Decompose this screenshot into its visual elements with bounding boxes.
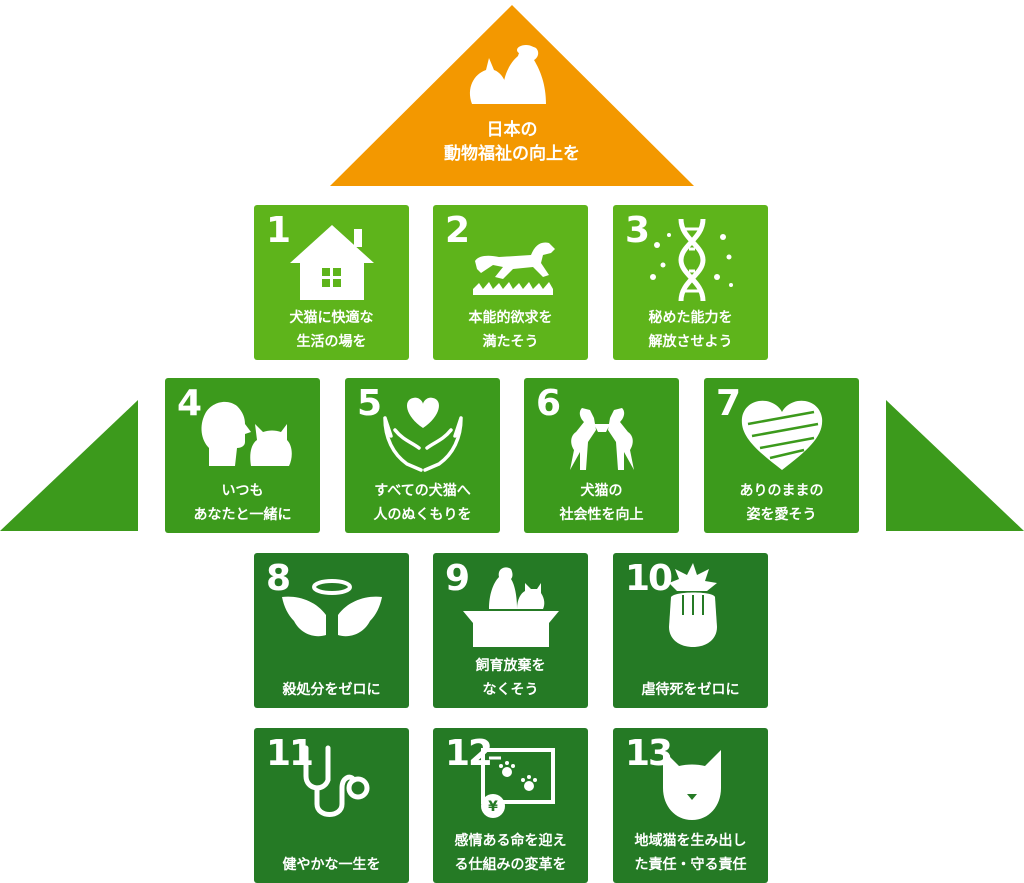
- tile-3: 3 秘めた能力を 解放させよう: [613, 205, 768, 360]
- tile-12: 12 ¥ 感情ある命を迎え る仕組みの変革を: [433, 728, 588, 883]
- tile-label-line2: 生活の場を: [296, 334, 367, 350]
- svg-text:¥: ¥: [488, 799, 498, 815]
- tile-label-line1: 地域猫を生み出し: [634, 833, 747, 849]
- tile-label: 健やかな一生を: [254, 853, 409, 877]
- tile-label-line1: 犬猫の: [580, 483, 623, 499]
- person-and-cat-icon: [201, 401, 292, 466]
- tile-label-line1: 感情ある命を迎え: [454, 833, 567, 849]
- tile-number: 7: [716, 383, 741, 424]
- tile-7: 7 ありのままの 姿を愛そう: [704, 378, 859, 533]
- hands-heart-icon: [383, 397, 463, 472]
- tile-number: 8: [266, 558, 291, 599]
- tile-label: 地域猫を生み出し た責任・守る責任: [613, 829, 768, 877]
- tile-label-line1: 犬猫に快適な: [289, 310, 374, 326]
- house-icon: [290, 225, 374, 300]
- tile-label-line1: 虐待死をゼロに: [641, 682, 740, 698]
- tile-13: 13 地域猫を生み出し た責任・守る責任: [613, 728, 768, 883]
- tile-label: すべての犬猫へ 人のぬくもりを: [345, 479, 500, 527]
- tile-label: 本能的欲求を 満たそう: [433, 306, 588, 354]
- tile-label: 感情ある命を迎え る仕組みの変革を: [433, 829, 588, 877]
- tile-number: 5: [357, 383, 382, 424]
- tile-label-line1: 飼育放棄を: [475, 658, 546, 674]
- pet-shop-cage-icon: ¥: [481, 748, 555, 818]
- tile-label-line1: いつも: [221, 483, 264, 499]
- tile-label-line1: ありのままの: [739, 483, 824, 499]
- running-dog-icon: [473, 242, 555, 295]
- tile-label-line2: なくそう: [482, 682, 539, 698]
- tile-10: 10 虐待死をゼロに: [613, 553, 768, 708]
- tile-label-line2: 社会性を向上: [559, 507, 644, 523]
- tile-5: 5 すべての犬猫へ 人のぬくもりを: [345, 378, 500, 533]
- tile-number: 4: [177, 383, 202, 424]
- tile-label: ありのままの 姿を愛そう: [704, 479, 859, 527]
- tile-number: 10: [625, 558, 673, 599]
- tile-label-line2: 人のぬくもりを: [373, 507, 472, 523]
- roof-title-line1: 日本の: [486, 120, 538, 140]
- tile-4: 4 いつも あなたと一緒に: [165, 378, 320, 533]
- stethoscope-icon: [303, 745, 370, 817]
- tile-label-line1: 本能的欲求を: [468, 310, 553, 326]
- bandaged-heart-icon: [741, 400, 823, 470]
- tile-label-line2: あなたと一緒に: [193, 507, 292, 523]
- tile-1: 1 犬猫に快適な 生活の場を: [254, 205, 409, 360]
- right-wing: [886, 400, 1024, 531]
- tile-label-line2: た責任・守る責任: [634, 857, 747, 873]
- tile-label: 飼育放棄を なくそう: [433, 654, 588, 702]
- tile-2: 2 本能的欲求を 満たそう: [433, 205, 588, 360]
- tile-number: 2: [445, 210, 470, 251]
- tile-label: 秘めた能力を 解放させよう: [613, 306, 768, 354]
- playing-dogs-icon: [570, 408, 634, 470]
- tile-label: いつも あなたと一緒に: [165, 479, 320, 527]
- roof-title: 日本の 動物福祉の向上を: [412, 118, 612, 166]
- tile-number: 9: [445, 558, 470, 599]
- tile-label-line2: る仕組みの変革を: [454, 857, 567, 873]
- tile-8: 8 殺処分をゼロに: [254, 553, 409, 708]
- roof-title-line2: 動物福祉の向上を: [444, 144, 580, 164]
- tile-number: 12: [445, 733, 493, 774]
- tile-9: 9 飼育放棄を なくそう: [433, 553, 588, 708]
- tile-label: 犬猫に快適な 生活の場を: [254, 306, 409, 354]
- tile-label-line1: 殺処分をゼロに: [282, 682, 381, 698]
- tile-label-line2: 満たそう: [482, 334, 539, 350]
- tile-number: 3: [625, 210, 650, 251]
- tile-number: 1: [266, 210, 291, 251]
- tile-6: 6 犬猫の 社会性を向上: [524, 378, 679, 533]
- tile-number: 6: [536, 383, 561, 424]
- left-wing: [0, 400, 138, 531]
- angel-wings-icon: [282, 579, 382, 637]
- tile-label: 犬猫の 社会性を向上: [524, 479, 679, 527]
- tile-label-line1: すべての犬猫へ: [374, 483, 471, 499]
- tile-label-line1: 秘めた能力を: [648, 310, 733, 326]
- cat-face-icon: [663, 750, 721, 820]
- tile-label: 殺処分をゼロに: [254, 678, 409, 702]
- tile-label: 虐待死をゼロに: [613, 678, 768, 702]
- tile-label-line2: 姿を愛そう: [746, 507, 817, 523]
- stop-hand-icon: [669, 563, 717, 647]
- tile-label-line1: 健やかな一生を: [282, 857, 381, 873]
- dna-icon: [650, 218, 733, 302]
- abandoned-box-icon: [463, 567, 559, 647]
- dog-and-cat-icon: [469, 45, 546, 104]
- tile-label-line2: 解放させよう: [648, 334, 733, 350]
- tile-11: 11 健やかな一生を: [254, 728, 409, 883]
- roof: [330, 5, 694, 186]
